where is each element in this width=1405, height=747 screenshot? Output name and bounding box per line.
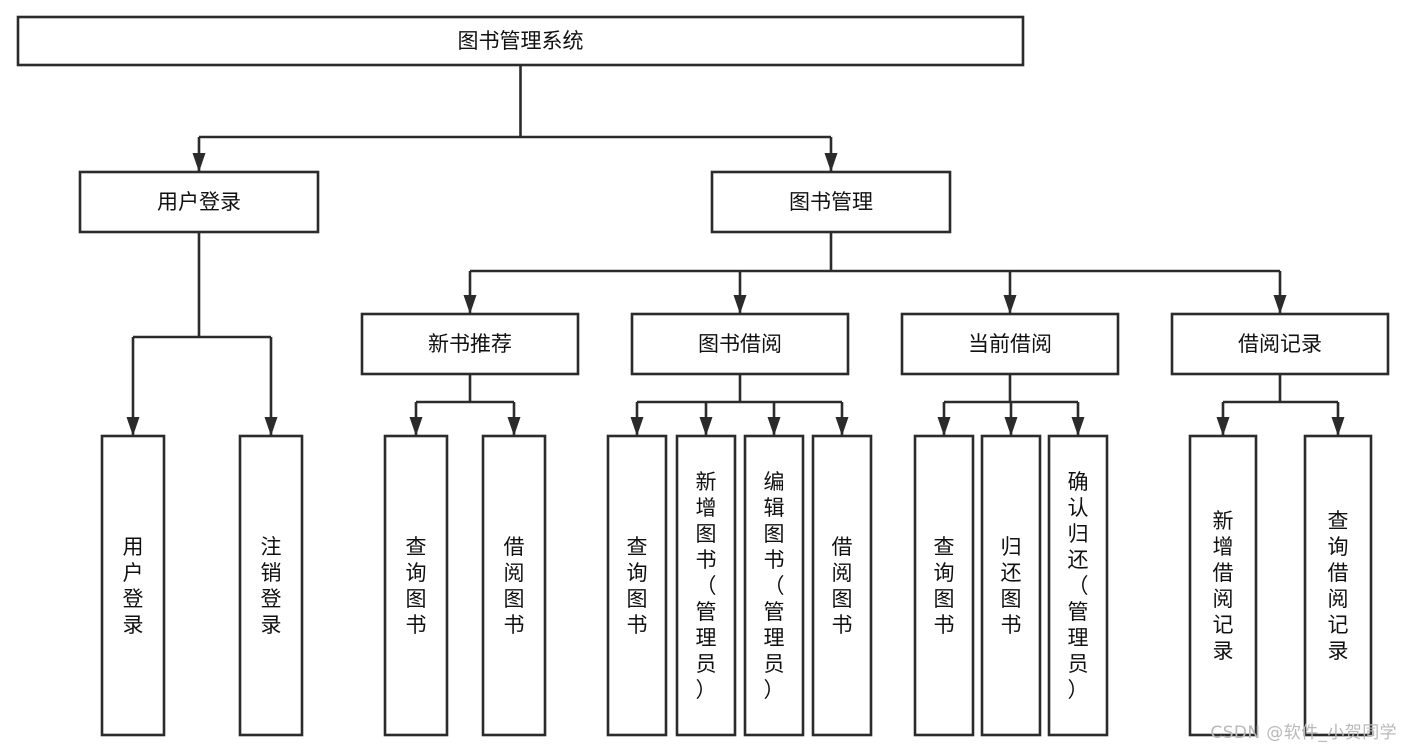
node-label: 借阅图书 [504, 535, 525, 637]
node-box [481, 434, 547, 737]
arrow-head-icon [1004, 417, 1018, 436]
arrow-head-icon [1071, 417, 1085, 436]
diagram-node-leaf-6[interactable]: 编辑图书（管理员） [743, 434, 805, 737]
connector-group [409, 374, 521, 436]
diagram-node-leaf-12[interactable]: 查询借阅记录 [1303, 434, 1373, 737]
node-label: 借阅记录 [1238, 332, 1322, 356]
diagram-node-leaf-0[interactable]: 用户登录 [100, 434, 166, 737]
arrow-head-icon [264, 417, 278, 436]
node-layer: 图书管理系统用户登录图书管理新书推荐图书借阅当前借阅借阅记录用户登录注销登录查询… [16, 15, 1390, 737]
diagram-node-leaf-9[interactable]: 归还图书 [980, 434, 1042, 737]
arrow-head-icon [835, 417, 849, 436]
node-box [1188, 434, 1258, 737]
arrow-head-icon [192, 153, 206, 172]
arrow-head-icon [126, 417, 140, 436]
node-label: 借阅图书 [832, 535, 853, 637]
node-box [900, 312, 1120, 376]
arrow-head-icon [463, 295, 477, 314]
node-label: 查询借阅记录 [1328, 509, 1349, 663]
node-box [743, 434, 805, 737]
node-box [360, 312, 580, 376]
arrow-head-icon [767, 417, 781, 436]
arrow-head-icon [1331, 417, 1345, 436]
node-box [1303, 434, 1373, 737]
node-label: 查询图书 [627, 535, 648, 637]
node-box [710, 170, 952, 234]
node-box [606, 434, 668, 737]
diagram-node-l3-3[interactable]: 借阅记录 [1170, 312, 1390, 376]
diagram-node-leaf-8[interactable]: 查询图书 [913, 434, 975, 737]
node-label: 图书管理系统 [458, 29, 584, 53]
node-label: 用户登录 [123, 535, 144, 637]
diagram-node-l2-0[interactable]: 用户登录 [78, 170, 320, 234]
node-box [913, 434, 975, 737]
node-box [811, 434, 873, 737]
node-label: 当前借阅 [968, 332, 1052, 356]
arrow-head-icon [630, 417, 644, 436]
node-label: 归还图书 [1001, 535, 1022, 637]
diagram-node-leaf-10[interactable]: 确认归还（管理员） [1047, 434, 1109, 737]
connector-group [937, 374, 1085, 436]
connector-layer [126, 65, 1345, 436]
diagram-node-l2-1[interactable]: 图书管理 [710, 170, 952, 234]
diagram-node-leaf-1[interactable]: 注销登录 [238, 434, 304, 737]
arrow-head-icon [409, 417, 423, 436]
node-box [238, 434, 304, 737]
diagram-node-l3-1[interactable]: 图书借阅 [630, 312, 850, 376]
node-label: 图书借阅 [698, 332, 782, 356]
arrow-head-icon [699, 417, 713, 436]
diagram-node-l3-2[interactable]: 当前借阅 [900, 312, 1120, 376]
node-label: 新增借阅记录 [1213, 509, 1234, 663]
connector-group [463, 232, 1287, 314]
node-label: 编辑图书（管理员） [764, 470, 785, 702]
diagram-node-leaf-11[interactable]: 新增借阅记录 [1188, 434, 1258, 737]
connector-group [126, 232, 278, 436]
node-label: 新书推荐 [428, 332, 512, 356]
node-label: 新增图书（管理员） [696, 470, 717, 702]
diagram-node-leaf-7[interactable]: 借阅图书 [811, 434, 873, 737]
diagram-node-l3-0[interactable]: 新书推荐 [360, 312, 580, 376]
connector-group [630, 374, 849, 436]
node-label: 确认归还（管理员） [1068, 470, 1089, 702]
arrow-head-icon [733, 295, 747, 314]
diagram-node-leaf-4[interactable]: 查询图书 [606, 434, 668, 737]
diagram-node-root-0[interactable]: 图书管理系统 [16, 15, 1025, 67]
arrow-head-icon [1216, 417, 1230, 436]
node-box [980, 434, 1042, 737]
node-box [100, 434, 166, 737]
node-label: 图书管理 [789, 190, 873, 214]
node-box [383, 434, 449, 737]
arrow-head-icon [1273, 295, 1287, 314]
arrow-head-icon [937, 417, 951, 436]
node-box [1047, 434, 1109, 737]
arrow-head-icon [1003, 295, 1017, 314]
arrow-head-icon [824, 153, 838, 172]
node-label: 用户登录 [157, 190, 241, 214]
node-box [630, 312, 850, 376]
node-box [675, 434, 737, 737]
diagram-node-leaf-5[interactable]: 新增图书（管理员） [675, 434, 737, 737]
connector-group [1216, 374, 1345, 436]
node-label: 查询图书 [934, 535, 955, 637]
node-box [16, 15, 1025, 67]
node-box [1170, 312, 1390, 376]
diagram-node-leaf-2[interactable]: 查询图书 [383, 434, 449, 737]
diagram-node-leaf-3[interactable]: 借阅图书 [481, 434, 547, 737]
csdn-watermark: CSDN @软件_小贺同学 [1210, 723, 1397, 743]
arrow-head-icon [507, 417, 521, 436]
node-box [78, 170, 320, 234]
node-label: 注销登录 [261, 535, 282, 637]
node-label: 查询图书 [406, 535, 427, 637]
connector-group [192, 65, 838, 172]
